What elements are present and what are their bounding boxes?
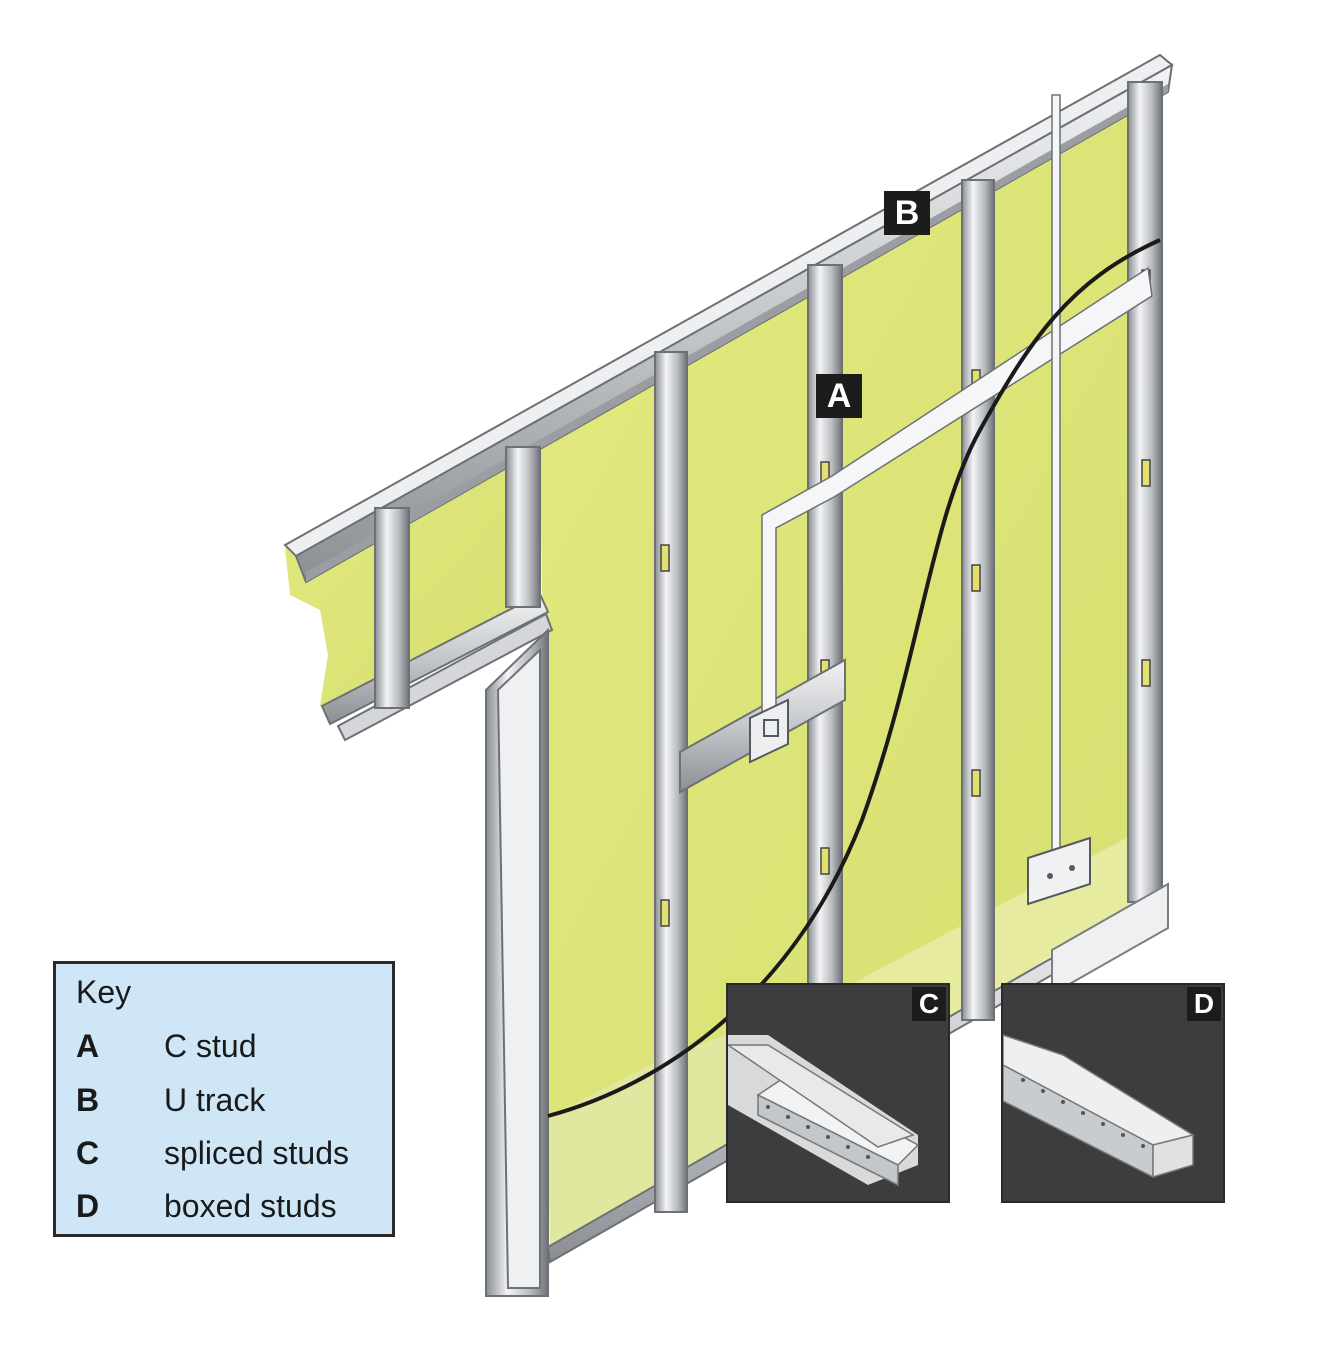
double-socket [1027, 836, 1091, 906]
key-description: boxed studs [164, 1188, 337, 1224]
inset-c-illustration [728, 1035, 920, 1187]
key-description: C stud [164, 1028, 257, 1064]
key-description: U track [164, 1082, 266, 1118]
key-box: Key A C stud B U track C spliced studs D… [53, 961, 395, 1237]
key-letter: A [76, 1028, 100, 1064]
inset-spliced-studs: C [726, 983, 950, 1203]
door-jamb-inner [496, 647, 541, 1289]
stud-3 [961, 179, 995, 1021]
cable [547, 238, 1161, 1118]
stud-short-1 [374, 507, 410, 709]
switch-box [749, 698, 789, 764]
key-description: spliced studs [164, 1135, 349, 1171]
callout-a: A [816, 374, 862, 418]
inset-c-label: C [912, 987, 946, 1021]
inset-boxed-studs: D [1001, 983, 1225, 1203]
key-letter: D [76, 1188, 100, 1224]
skirting [1051, 882, 1169, 996]
inset-d-illustration [1003, 1034, 1195, 1179]
stud-short-2 [505, 446, 541, 608]
callout-b: B [884, 191, 930, 235]
key-letter: B [76, 1082, 100, 1118]
key-letter: C [76, 1135, 100, 1171]
stud-4 [1127, 81, 1163, 903]
key-title: Key [76, 974, 132, 1010]
studs [374, 81, 1163, 1213]
inset-d-label: D [1187, 987, 1221, 1021]
